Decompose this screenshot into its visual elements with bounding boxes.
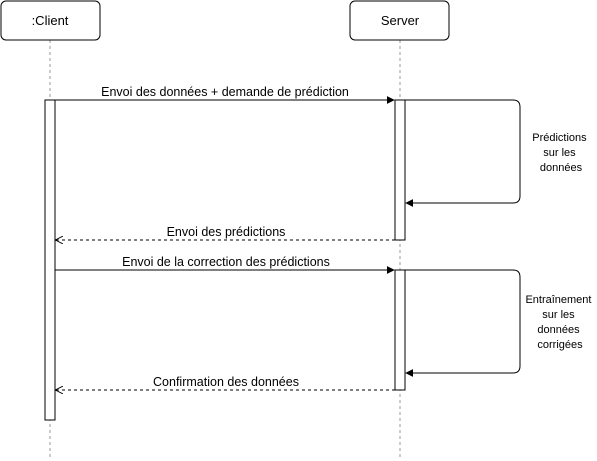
self-call-predictions-line-2: sur les [543, 147, 576, 159]
client-activation-bar[interactable] [44, 99, 56, 421]
message-return-predictions-label: Envoi des prédictions [167, 225, 286, 239]
client-participant-box [0, 0, 101, 41]
self-call-predictions-line-3: données [540, 162, 583, 174]
message-request-prediction-label: Envoi des données + demande de prédictio… [101, 85, 349, 99]
client-participant[interactable]: :Client [0, 0, 101, 41]
server-activation-bar-2[interactable] [394, 269, 406, 391]
self-call-training-line-3: données [537, 324, 580, 336]
self-call-predictions-arrow [405, 99, 521, 207]
self-call-training-label: Entraînement sur les données corrigées [525, 294, 594, 351]
message-confirmation[interactable]: Confirmation des données [56, 375, 395, 390]
self-call-training[interactable]: Entraînement sur les données corrigées [405, 269, 595, 377]
client-participant-label: :Client [32, 13, 69, 28]
self-call-training-line-4: corrigées [537, 339, 583, 351]
self-call-training-line-2: sur les [542, 309, 575, 321]
self-call-training-line-1: Entraînement [525, 294, 591, 306]
message-send-correction[interactable]: Envoi de la correction des prédictions [55, 255, 395, 274]
server-activation-bar-1[interactable] [394, 99, 406, 241]
server-participant-box [349, 0, 450, 41]
self-call-predictions[interactable]: Prédictions sur les données [405, 99, 590, 207]
message-request-prediction[interactable]: Envoi des données + demande de prédictio… [55, 85, 395, 104]
server-participant-label: Server [381, 13, 420, 28]
message-send-correction-label: Envoi de la correction des prédictions [122, 255, 330, 269]
server-participant[interactable]: Server [349, 0, 450, 41]
message-return-predictions[interactable]: Envoi des prédictions [56, 225, 395, 240]
self-call-training-arrow [405, 269, 521, 377]
message-confirmation-label: Confirmation des données [153, 375, 299, 389]
self-call-predictions-label: Prédictions sur les données [532, 132, 589, 174]
self-call-predictions-line-1: Prédictions [532, 132, 587, 144]
